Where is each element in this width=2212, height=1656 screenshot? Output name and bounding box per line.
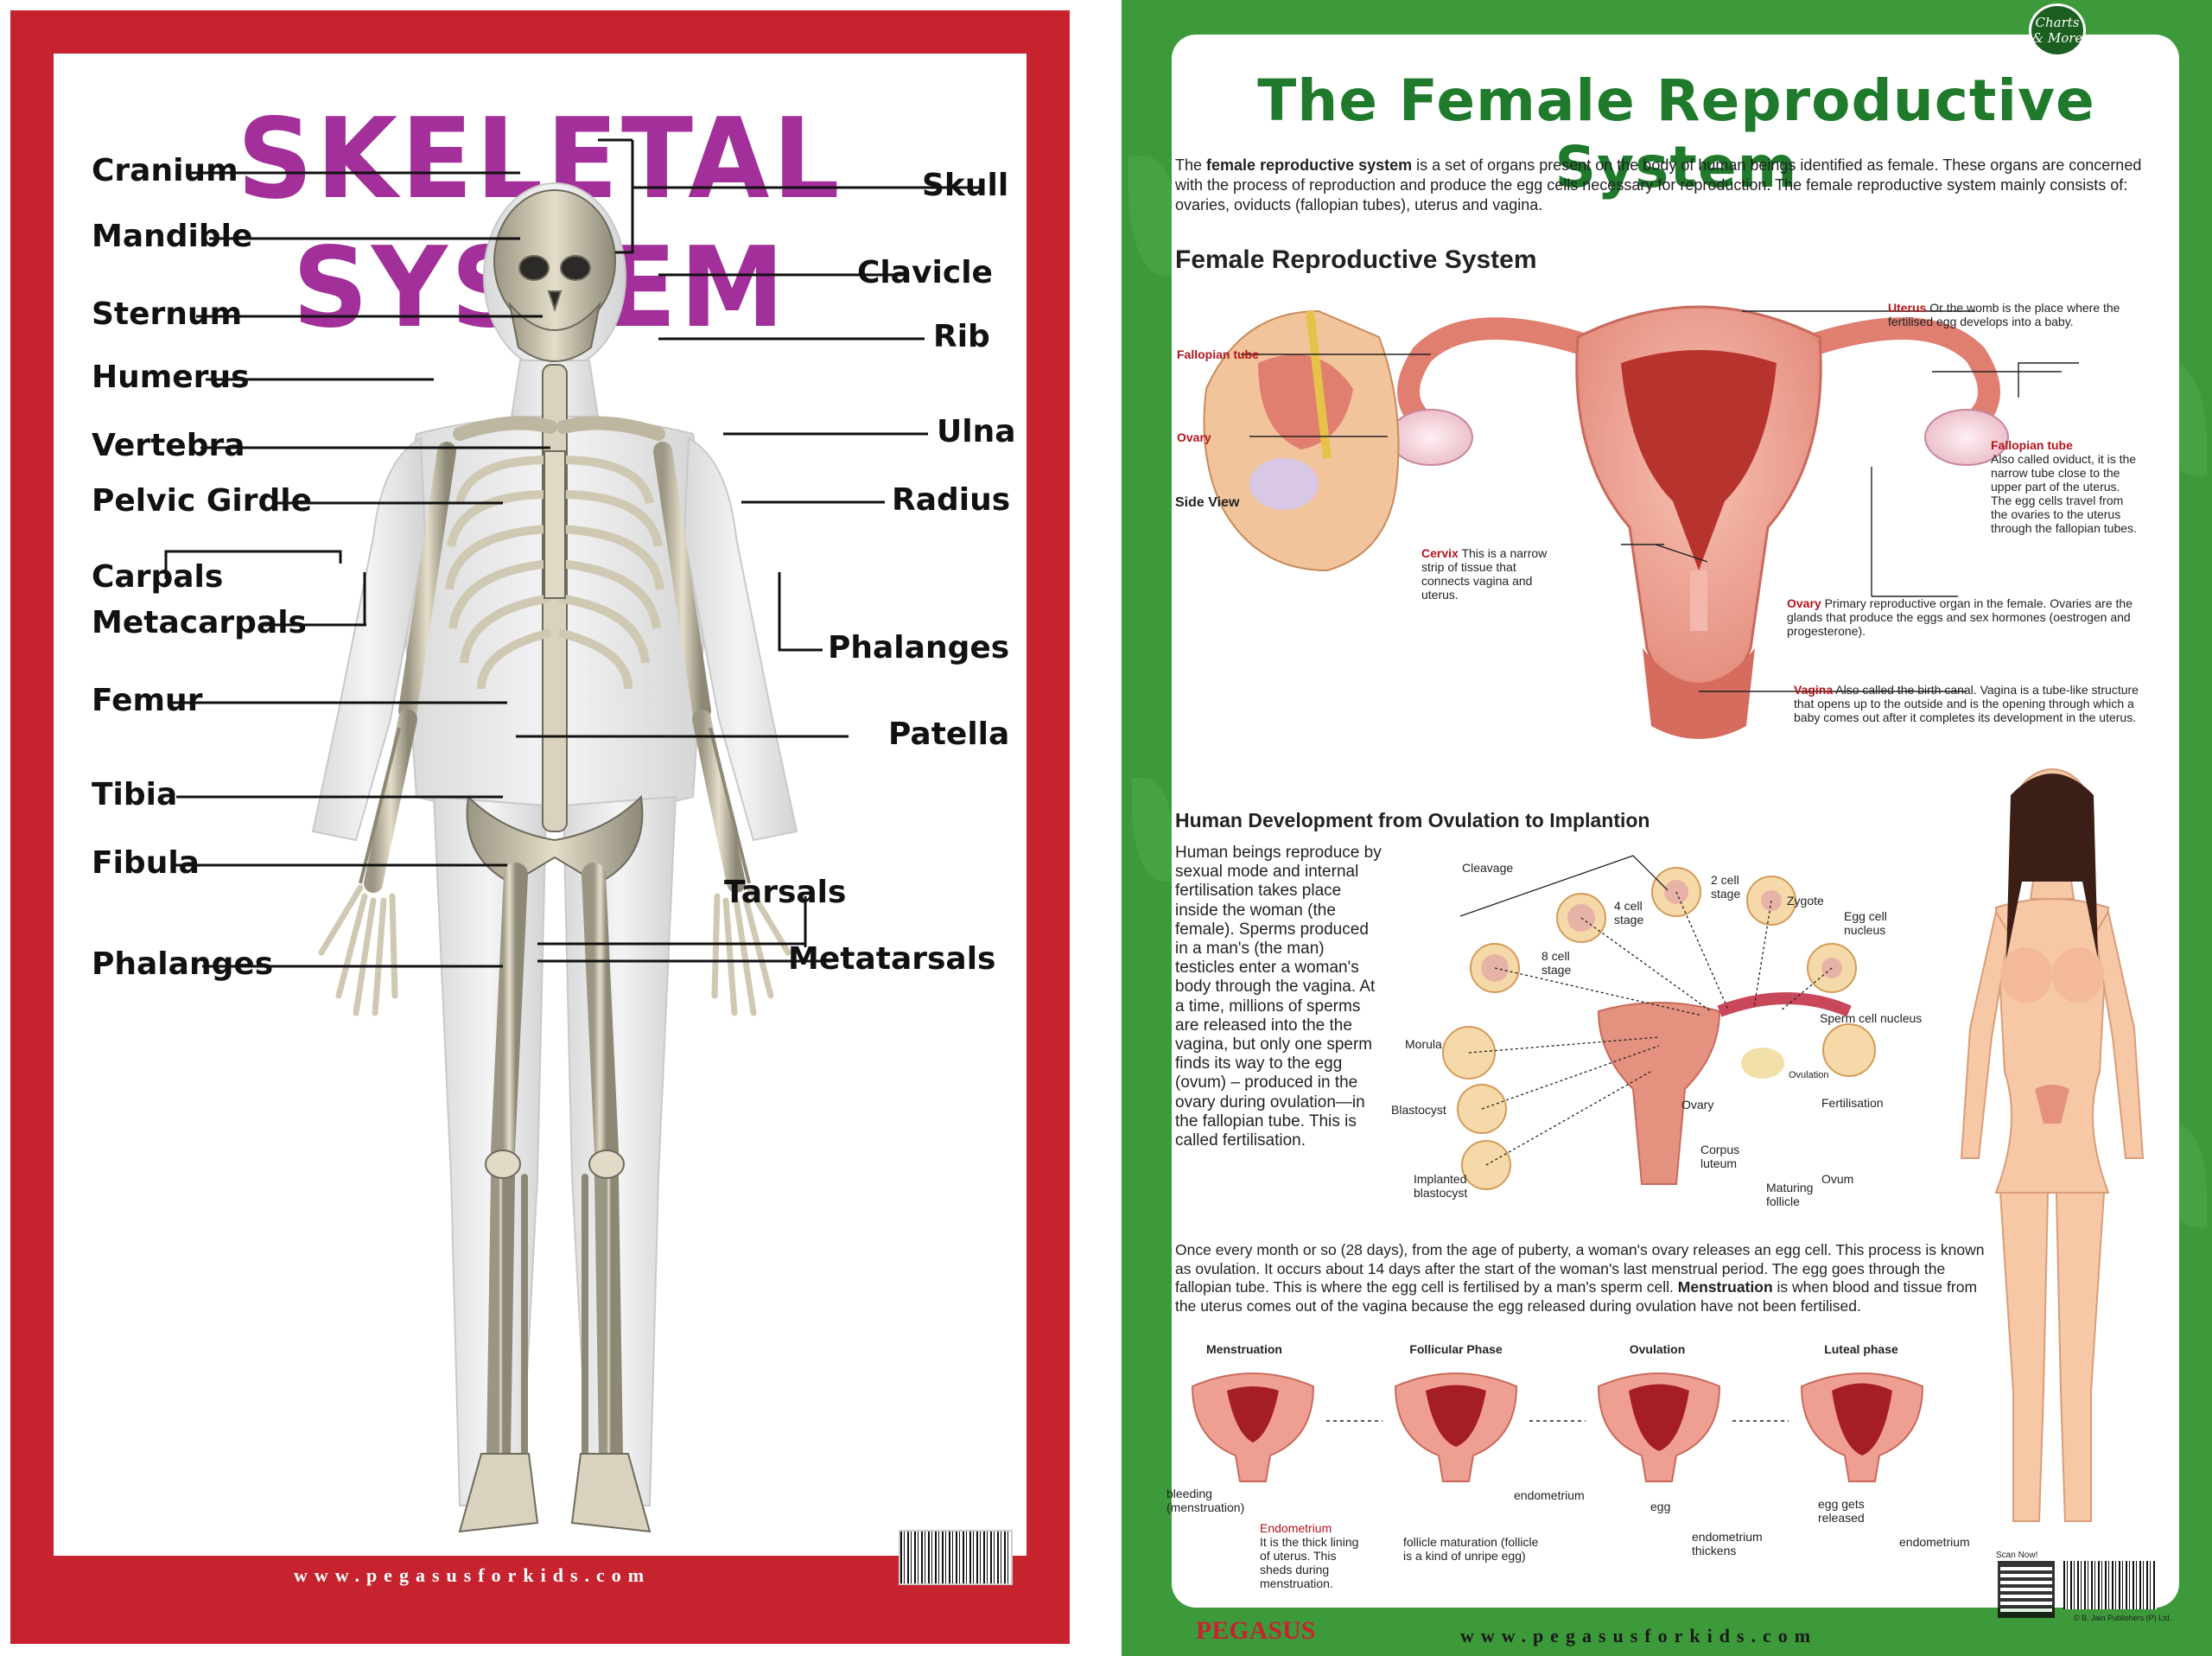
label-side-view: Side View	[1175, 495, 1240, 510]
skeletal-poster-panel: SKELETAL SYSTEM	[54, 54, 1027, 1556]
phase-menstruation: Menstruation	[1206, 1342, 1282, 1356]
label-endometrium-2: endometrium	[1899, 1535, 1970, 1549]
label-clavicle: Clavicle	[857, 255, 993, 290]
label-tarsals: Tarsals	[724, 875, 847, 910]
hands	[318, 884, 791, 1016]
label-thickens: endometrium thickens	[1692, 1530, 1763, 1557]
label-pelvic-girdle: Pelvic Girdle	[92, 483, 312, 519]
pegasus-logo-left: PEGASUS	[60, 1579, 205, 1614]
label-phalanges-foot: Phalanges	[92, 946, 274, 982]
label-cranium: Cranium	[92, 153, 238, 188]
left-url: www.pegasusforkids.com	[294, 1564, 652, 1586]
label-zygote: Zygote	[1787, 894, 1824, 908]
label-blastocyst: Blastocyst	[1391, 1103, 1446, 1117]
arms	[364, 442, 746, 893]
label-vertebra: Vertebra	[92, 428, 245, 463]
label-egg-nucleus: Egg cell nucleus	[1844, 909, 1887, 937]
label-4-cell: 4 cell stage	[1614, 899, 1644, 927]
label-metatarsals: Metatarsals	[788, 941, 996, 977]
label-ovary-right: Ovary Primary reproductive organ in the …	[1787, 596, 2133, 638]
label-ulna: Ulna	[937, 414, 1016, 449]
right-footer	[1122, 1621, 2212, 1656]
label-ovary-left: Ovary	[1177, 430, 1211, 444]
label-fallopian-tube-left: Fallopian tube	[1177, 347, 1259, 361]
label-sperm-nucleus: Sperm cell nucleus	[1820, 1011, 1923, 1025]
uterus-illustration	[1203, 305, 2079, 739]
section-heading-frs: Female Reproductive System	[1175, 245, 1537, 274]
development-illustration	[1442, 855, 1876, 1190]
barcode-left	[899, 1530, 1013, 1585]
copyright: © B. Jain Publishers (P) Ltd.	[2074, 1614, 2172, 1622]
phase-follicular: Follicular Phase	[1409, 1342, 1503, 1356]
label-fibula: Fibula	[92, 845, 200, 881]
label-vagina: Vagina Also called the birth canal. Vagi…	[1794, 683, 2139, 724]
legs	[486, 863, 623, 1466]
label-carpals: Carpals	[92, 559, 224, 595]
phase-ovulation: Ovulation	[1629, 1342, 1686, 1356]
label-ovum: Ovum	[1821, 1172, 1854, 1186]
label-morula: Morula	[1405, 1037, 1442, 1051]
label-humerus: Humerus	[92, 360, 250, 395]
label-cleavage: Cleavage	[1462, 861, 1514, 875]
label-skull: Skull	[922, 168, 1009, 203]
label-endometrium-1: endometrium	[1514, 1488, 1585, 1502]
phases-illustration	[1191, 1373, 1924, 1482]
skeleton-illustration	[164, 138, 980, 1533]
phase-luteal: Luteal phase	[1824, 1342, 1898, 1356]
label-fertilisation: Fertilisation	[1821, 1096, 1884, 1110]
label-cervix: Cervix This is a narrow strip of tissue …	[1421, 546, 1548, 602]
ribcage	[445, 455, 664, 690]
label-2-cell: 2 cell stage	[1711, 873, 1741, 901]
label-metacarpals: Metacarpals	[92, 605, 307, 640]
label-mandible: Mandible	[92, 219, 253, 254]
barcode-right	[2063, 1561, 2157, 1609]
label-phalanges-hand: Phalanges	[828, 630, 1010, 666]
label-femur: Femur	[92, 683, 203, 718]
skull	[493, 189, 616, 362]
label-follicle: follicle maturation (follicle is a kind …	[1403, 1535, 1539, 1563]
charts-more-badge: Charts & More	[2029, 3, 2086, 57]
skeletal-poster: SKELETAL SYSTEM	[10, 10, 1070, 1644]
leader-lines	[164, 138, 980, 968]
development-text: Human beings reproduce by sexual mode an…	[1175, 844, 1382, 1150]
label-tibia: Tibia	[92, 777, 178, 812]
label-ovulation-dev: Ovulation	[1789, 1070, 1829, 1080]
label-patella: Patella	[888, 717, 1010, 752]
pegasus-logo-right: PEGASUS	[1196, 1616, 1316, 1645]
label-implanted: Implanted blastocyst	[1414, 1172, 1468, 1200]
label-8-cell: 8 cell stage	[1541, 949, 1572, 977]
label-released: egg gets released	[1818, 1497, 1865, 1525]
qr-code	[1998, 1561, 2055, 1618]
label-maturing: Maturing follicle	[1766, 1181, 1814, 1208]
feet	[458, 1453, 652, 1533]
label-rib: Rib	[933, 319, 990, 354]
ovulation-text: Once every month or so (28 days), from t…	[1175, 1241, 1985, 1315]
label-egg: egg	[1650, 1500, 1671, 1513]
reproductive-title: The Female Reproductive System	[1257, 67, 2095, 201]
label-bleeding: bleeding (menstruation)	[1166, 1487, 1245, 1514]
female-figure	[1960, 768, 2145, 1522]
label-ovary-dev: Ovary	[1681, 1098, 1714, 1111]
label-corpus: Corpus luteum	[1700, 1143, 1740, 1170]
section-heading-development: Human Development from Ovulation to Impl…	[1175, 809, 1650, 831]
intro-text: The female reproductive system is a set …	[1175, 156, 2142, 213]
label-sternum: Sternum	[92, 296, 243, 332]
scan-now: Scan Now!	[1996, 1551, 2038, 1560]
side-view-illustration	[1203, 309, 1400, 572]
label-uterus: Uterus Or the womb is the place where th…	[1888, 301, 2120, 328]
right-url: www.pegasusforkids.com	[1460, 1625, 1818, 1646]
label-radius: Radius	[892, 482, 1011, 518]
